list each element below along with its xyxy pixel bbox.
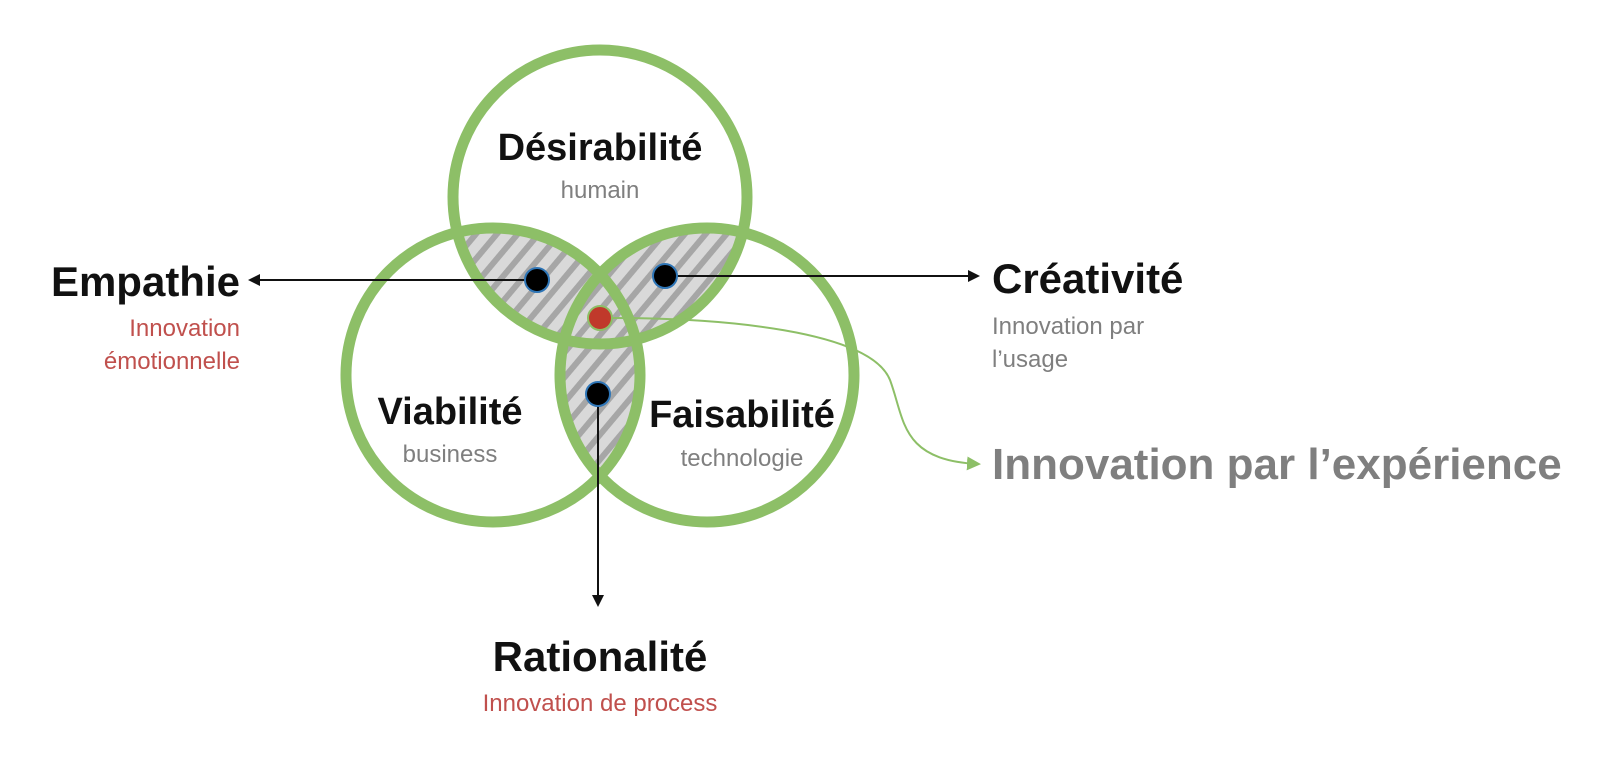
dot-center [587, 305, 613, 331]
circle-left-subtitle: business [403, 441, 498, 468]
rationalite-sub: Innovation de process [483, 690, 718, 717]
creativite-title: Créativité [992, 255, 1183, 302]
circle-right-subtitle: technologie [681, 445, 804, 472]
circle-left-title: Viabilité [377, 391, 522, 433]
circle-right-title: Faisabilité [649, 394, 835, 436]
circle-viabilite [340, 222, 646, 528]
creativite-sub-2: l’usage [992, 346, 1068, 373]
circle-top-title: Désirabilité [498, 127, 703, 169]
empathie-sub-2: émotionnelle [104, 348, 240, 375]
circle-faisabilite [554, 222, 860, 528]
innovation-experience-title: Innovation par l’expérience [992, 440, 1562, 489]
intersection-top-left [453, 228, 640, 344]
dot-creativite [652, 263, 678, 289]
dot-empathie [524, 267, 550, 293]
dot-rationalite [585, 381, 611, 407]
arrow-to-innovation-experience [611, 317, 981, 471]
intersection-top-right [560, 228, 747, 344]
circle-desirabilite [447, 44, 753, 350]
empathie-title: Empathie [51, 258, 240, 305]
empathie-sub-1: Innovation [129, 315, 240, 342]
circle-top-subtitle: humain [561, 177, 640, 204]
creativite-sub-1: Innovation par [992, 313, 1144, 340]
rationalite-title: Rationalité [493, 633, 708, 680]
